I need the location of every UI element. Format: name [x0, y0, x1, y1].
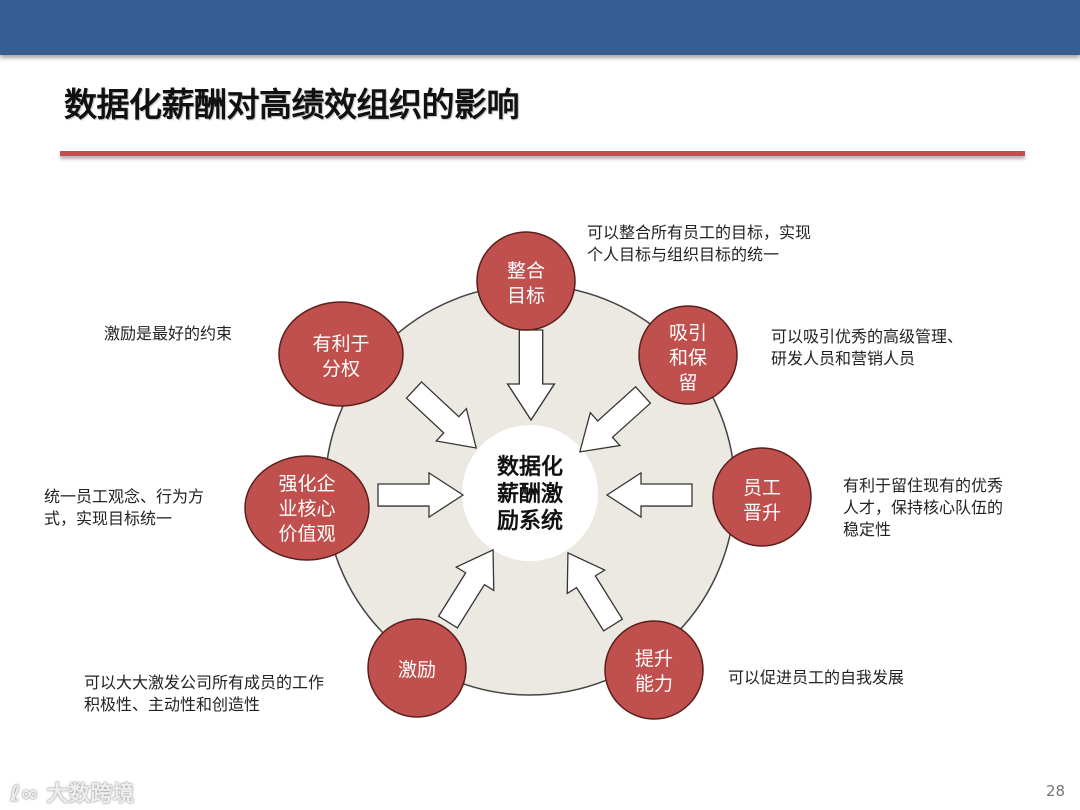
description-line: 个人目标与组织目标的统一	[587, 245, 780, 264]
description-line: 可以吸引优秀的高级管理、	[771, 327, 964, 346]
svg-text:目标: 目标	[507, 285, 545, 307]
watermark-logo: ℓ∞ 大数跨境	[10, 776, 134, 808]
svg-text:分权: 分权	[322, 358, 360, 380]
svg-text:晋升: 晋升	[743, 502, 781, 524]
svg-text:价值观: 价值观	[278, 523, 335, 545]
node-promotion	[712, 447, 812, 547]
description-line: 研发人员和营销人员	[771, 349, 916, 368]
node-attract-retain	[638, 305, 738, 405]
svg-text:能力: 能力	[635, 673, 673, 695]
header-banner	[0, 0, 1080, 55]
description-integrate-goals: 可以整合所有员工的目标，实现 个人目标与组织目标的统一	[587, 222, 811, 266]
center-circle	[462, 425, 598, 561]
description-line: 统一员工观念、行为方	[44, 487, 205, 506]
node-improve-ability	[604, 620, 704, 720]
description-decentralization: 激励是最好的约束	[104, 323, 232, 345]
node-label-improve-ability: 提升 能力	[635, 648, 673, 695]
description-line: 人才，保持核心队伍的	[843, 498, 1004, 517]
description-core-values: 统一员工观念、行为方 式，实现目标统一	[44, 486, 204, 530]
node-label-promotion: 员工 晋升	[743, 477, 781, 524]
svg-text:提升: 提升	[635, 648, 673, 670]
description-line: 可以大大激发公司所有成员的工作	[84, 673, 325, 692]
svg-text:业核心: 业核心	[278, 498, 335, 520]
logo-text: 大数跨境	[46, 782, 135, 807]
description-line: 有利于留住现有的优秀	[843, 476, 1004, 495]
node-integrate-goals	[476, 231, 576, 331]
svg-text:激励: 激励	[398, 659, 436, 681]
node-label-core-values: 强化企 业核心 价值观	[278, 473, 335, 545]
description-incentive: 可以大大激发公司所有成员的工作 积极性、主动性和创造性	[84, 672, 324, 716]
node-decentralization	[278, 301, 404, 407]
description-line: 可以促进员工的自我发展	[728, 668, 905, 687]
svg-text:强化企: 强化企	[278, 473, 335, 495]
svg-text:和保: 和保	[669, 347, 707, 369]
description-line: 稳定性	[843, 520, 892, 539]
description-line: 积极性、主动性和创造性	[84, 695, 261, 714]
description-line: 可以整合所有员工的目标，实现	[587, 223, 812, 242]
svg-text:吸引: 吸引	[669, 322, 707, 344]
center-label: 数据化 薪酬激 励系统	[497, 454, 563, 534]
svg-text:有利于: 有利于	[312, 333, 369, 355]
svg-text:留: 留	[678, 372, 697, 394]
page-number: 28	[1046, 782, 1066, 800]
svg-text:励系统: 励系统	[497, 508, 563, 534]
node-incentive	[367, 618, 467, 718]
logo-mark-icon: ℓ∞	[10, 782, 39, 807]
node-label-incentive: 激励	[398, 659, 436, 681]
description-line: 激励是最好的约束	[104, 324, 233, 343]
node-label-attract-retain: 吸引 和保 留	[669, 322, 707, 394]
node-label-decentralization: 有利于 分权	[312, 333, 369, 380]
svg-text:整合: 整合	[507, 260, 545, 282]
title-divider	[60, 151, 1025, 156]
svg-text:薪酬激: 薪酬激	[497, 481, 563, 507]
description-attract-retain: 可以吸引优秀的高级管理、 研发人员和营销人员	[771, 326, 963, 370]
page-title: 数据化薪酬对高绩效组织的影响	[64, 85, 520, 124]
node-core-values	[244, 455, 370, 561]
node-label-integrate-goals: 整合 目标	[507, 260, 545, 307]
description-improve-ability: 可以促进员工的自我发展	[728, 667, 904, 689]
svg-text:员工: 员工	[743, 477, 781, 499]
description-line: 式，实现目标统一	[44, 509, 173, 528]
svg-text:数据化: 数据化	[497, 454, 563, 480]
description-promotion: 有利于留住现有的优秀 人才，保持核心队伍的 稳定性	[843, 475, 1003, 541]
